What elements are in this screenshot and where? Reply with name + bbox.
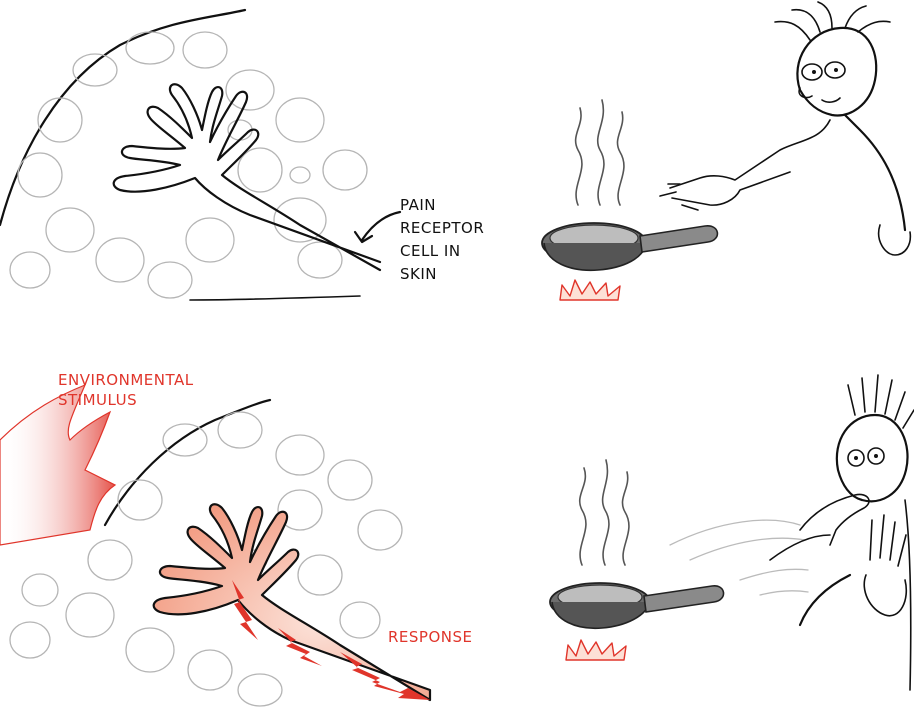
label-line-3: CELL IN: [400, 242, 461, 260]
flame-icon: [560, 280, 620, 300]
receptor-cell-active-icon: [154, 504, 430, 700]
label-pain-receptor: PAIN RECEPTOR CELL IN SKIN: [400, 196, 490, 283]
label-response: RESPONSE: [388, 628, 473, 646]
person-startled-icon: [770, 375, 914, 690]
skin-cells-icon: [10, 32, 367, 298]
motion-lines: [670, 520, 808, 595]
label-line-1: PAIN: [400, 196, 436, 214]
steam-icon-2: [580, 460, 629, 565]
receptor-cell-icon: [114, 84, 380, 270]
panel-startled-scene: [550, 375, 914, 690]
label-line-4: SKIN: [400, 265, 437, 283]
environmental-stimulus-burst: [0, 385, 115, 545]
label-line-2: RECEPTOR: [400, 219, 484, 237]
steam-icon: [576, 100, 624, 205]
skin-surface-line: [0, 10, 245, 225]
flame-icon-2: [566, 640, 626, 660]
dermis-boundary: [190, 296, 360, 300]
panel-resting-receptor: PAIN RECEPTOR CELL IN SKIN: [0, 10, 490, 300]
arrow-icon: [362, 212, 400, 240]
label-stimulus-line-2: STIMULUS: [58, 391, 137, 409]
person-calm-icon: [660, 2, 910, 255]
frying-pan-icon-2: [550, 583, 724, 628]
skin-surface-line-2: [105, 400, 270, 525]
frying-pan-icon: [542, 223, 717, 270]
label-stimulus-line-1: ENVIRONMENTAL: [58, 371, 194, 389]
panel-calm-scene: [542, 2, 910, 300]
panel-stimulated-receptor: ENVIRONMENTAL STIMULUS: [0, 371, 473, 706]
